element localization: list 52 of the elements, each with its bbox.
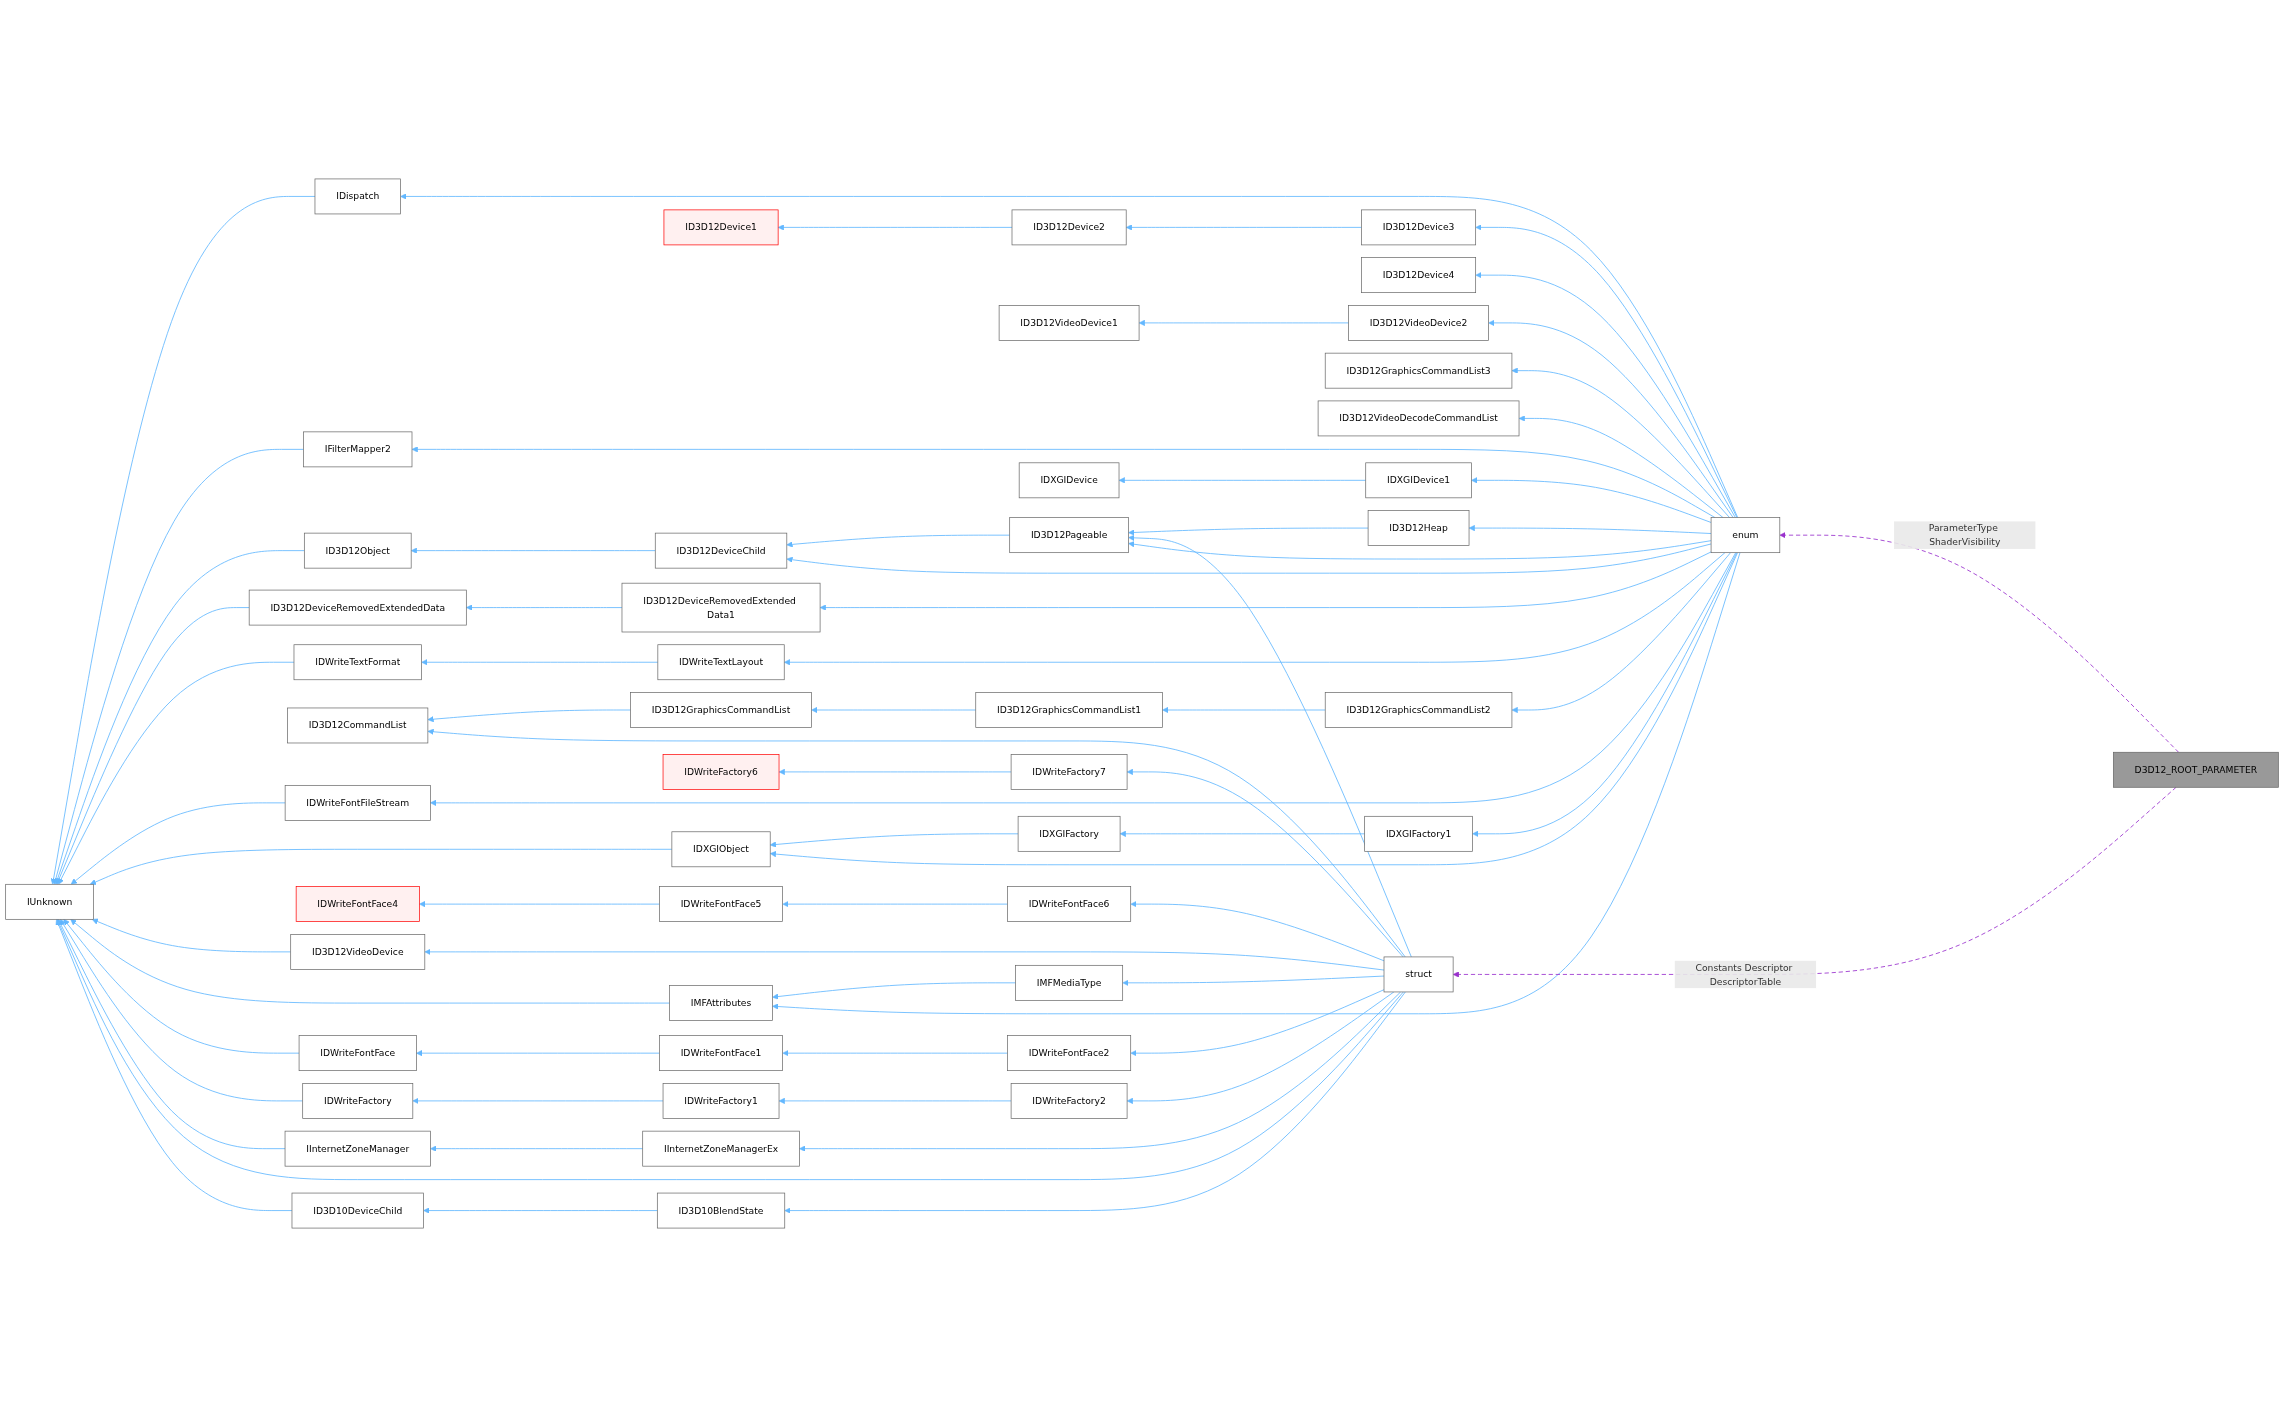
node-box: ID3D12Heap [1367,510,1470,546]
node-box: ID3D12GraphicsCommandList3 [1324,352,1513,389]
node-box: ID3D12GraphicsCommandList [630,692,812,728]
node-box: ID3D12Object [303,532,412,569]
node-box: IDWriteFactory [302,1083,414,1119]
node-box: ID3D12VideoDecodeCommandList [1317,400,1520,437]
node-box: ID3D12Device4 [1361,257,1477,293]
node-box: ID3D10BlendState [656,1192,786,1229]
node-box: ID3D12DeviceRemovedExtendedData [248,589,467,626]
node-box: ID3D12DeviceRemovedExtended Data1 [621,582,821,633]
node-box: IInternetZoneManager [284,1130,431,1167]
node-box: ID3D12Device1 [663,209,779,246]
node-box: ID3D12Pageable [1009,517,1129,554]
node-box: IDWriteFactory2 [1010,1083,1128,1119]
node-box: IDWriteFontFace6 [1007,886,1132,922]
node-box: ID3D12CommandList [287,707,429,744]
node-box: ID3D12GraphicsCommandList2 [1324,692,1513,728]
node-box: IDXGIFactory1 [1364,815,1473,852]
node-box: enum [1710,517,1781,554]
node-box: ID3D10DeviceChild [291,1192,424,1229]
node-box: IDWriteFontFace4 [295,886,420,922]
edge-label: ParameterType ShaderVisibility [1928,522,2001,548]
node-box: IDWriteFontFace5 [659,886,783,922]
node-box: IDWriteFontFace1 [659,1035,783,1071]
node-box: IInternetZoneManagerEx [642,1130,800,1167]
node-box: IDWriteFontFileStream [284,785,431,821]
node-box: IDWriteFactory7 [1010,754,1128,790]
node-box: struct [1383,956,1454,993]
node-box: IUnknown [5,883,94,920]
node-box: IDWriteFactory6 [662,754,780,790]
node-box: IDXGIFactory [1017,815,1121,852]
node-box: IFilterMapper2 [303,431,413,468]
node-box: ID3D12Device2 [1011,209,1127,246]
node-box: IDispatch [314,178,401,215]
node-box: ID3D12DeviceChild [654,532,788,569]
node-box: IDWriteFontFace2 [1007,1035,1132,1071]
edge-label: Constants Descriptor DescriptorTable [1695,962,1793,987]
node-box: IDWriteTextLayout [657,644,785,681]
node-box: ID3D12VideoDevice [290,934,426,970]
node-box: ID3D12GraphicsCommandList1 [975,692,1163,728]
node-box: IDXGIObject [671,831,771,868]
node-box: D3D12_ROOT_PARAMETER [2113,751,2279,788]
node-box: ID3D12VideoDevice1 [998,305,1140,341]
node-box: IDWriteFontFace [298,1035,417,1071]
node-box: IDXGIDevice1 [1365,462,1472,499]
node-box: IMFMediaType [1015,964,1124,1001]
node-box: ID3D12VideoDevice2 [1348,305,1489,341]
node-box: IDXGIDevice [1018,462,1120,499]
node-box: ID3D12Device3 [1361,209,1477,246]
node-box: IMFAttributes [669,985,773,1021]
node-box: IDWriteTextFormat [293,644,422,681]
node-box: IDWriteFactory1 [662,1083,780,1119]
